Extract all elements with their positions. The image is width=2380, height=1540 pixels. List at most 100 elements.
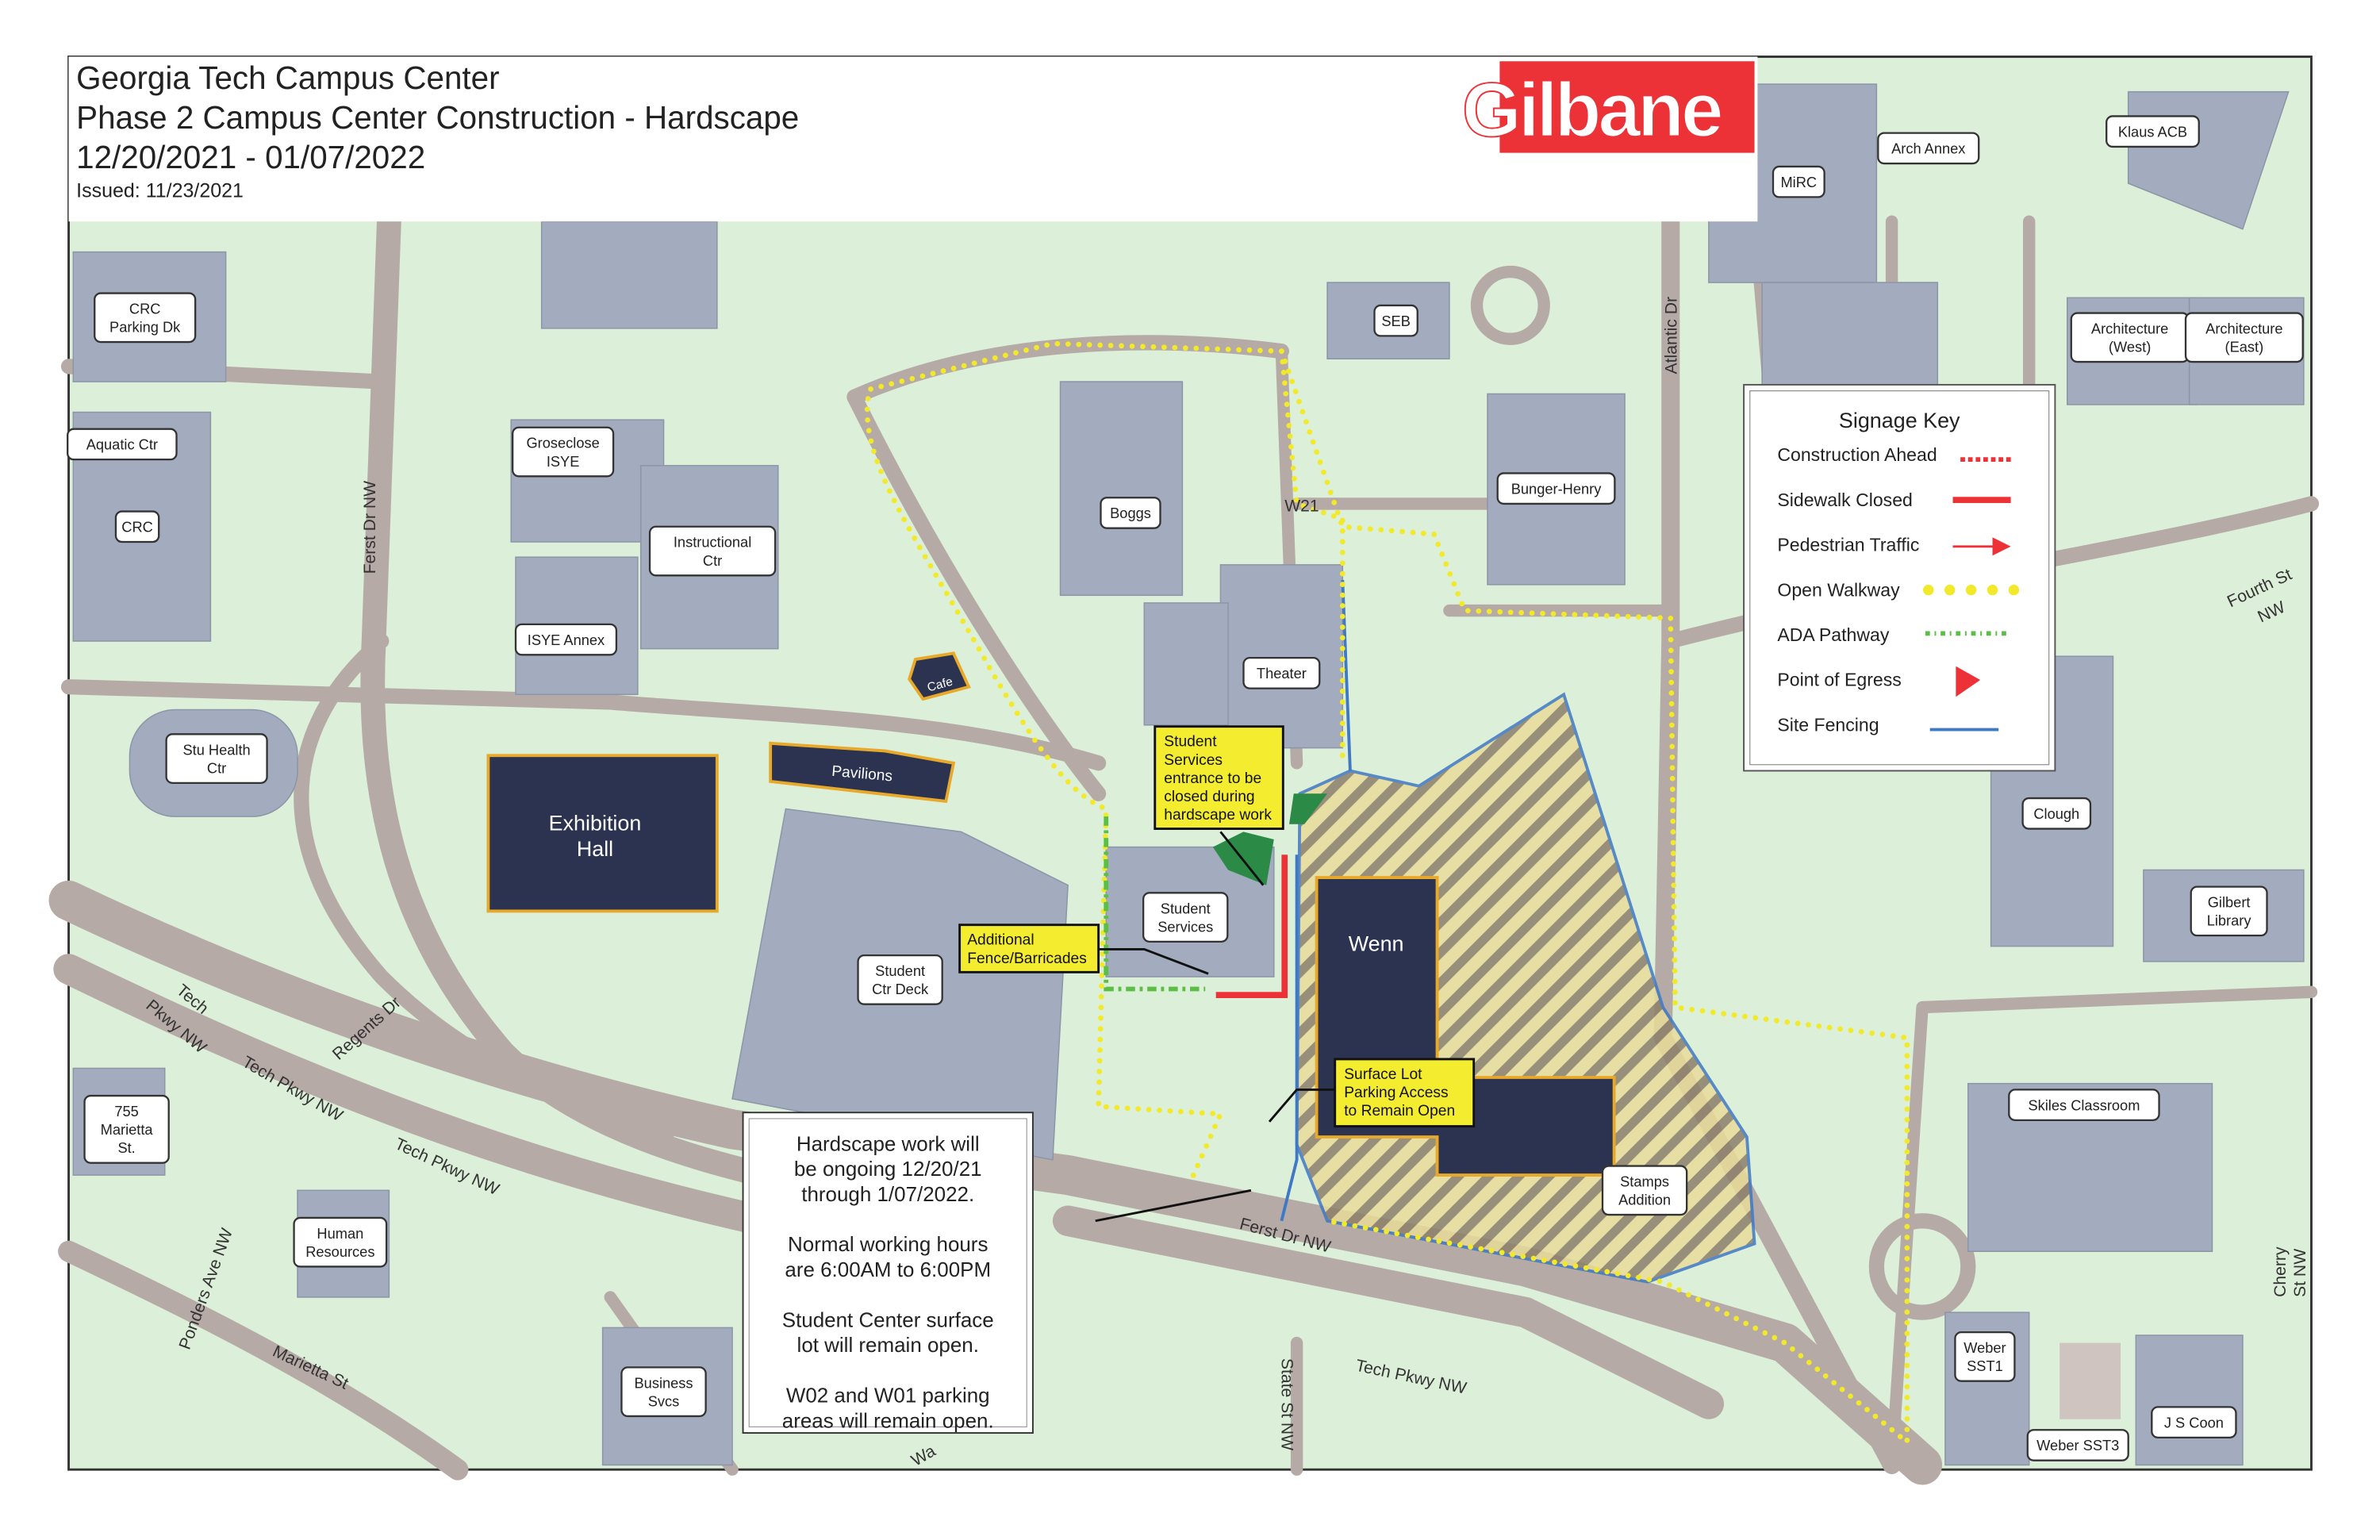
- building-label: Architecture (East): [2184, 312, 2304, 363]
- building-label-text: ISYE Annex: [528, 632, 605, 648]
- key-label: Site Fencing: [1777, 714, 1879, 735]
- building-label: Architecture(West): [2070, 312, 2190, 363]
- building-label: CRC: [114, 510, 160, 543]
- exhibition-hall-label: Hall: [577, 837, 613, 861]
- note-line: Hardscape work will: [797, 1131, 980, 1155]
- building-label: SEB: [1373, 304, 1418, 337]
- building-label: Bunger-Henry: [1496, 472, 1616, 505]
- key-label: Open Walkway: [1777, 579, 1900, 600]
- svg-text:Services: Services: [1164, 752, 1223, 769]
- building-label: Weber SST3: [2026, 1429, 2129, 1461]
- building-label-text: Architecture: [2205, 321, 2282, 337]
- gilbane-logo-text: Gilbane: [1462, 67, 1722, 152]
- building-label-text: Ctr Deck: [872, 981, 929, 997]
- building-label-text: Human: [317, 1225, 363, 1242]
- note-line: through 1/07/2022.: [801, 1182, 974, 1206]
- building-label-text: Marietta: [101, 1121, 154, 1138]
- building-label-text: Parking Dk: [109, 319, 181, 336]
- svg-text:Additional: Additional: [967, 932, 1034, 949]
- building-label: Arch Annex: [1877, 132, 1980, 165]
- building-label-text: Boggs: [1110, 505, 1151, 521]
- red-arrow-icon: [1952, 537, 2011, 556]
- building-label-text: CRC: [121, 519, 153, 536]
- note-line: are 6:00AM to 6:00PM: [785, 1258, 991, 1281]
- building-label-text: Student: [1161, 900, 1211, 916]
- building-label: J S Coon: [2151, 1406, 2237, 1439]
- key-label: Sidewalk Closed: [1777, 490, 1913, 510]
- building-label-text: J S Coon: [2164, 1414, 2224, 1431]
- building-label-text: Skiles Classroom: [2028, 1096, 2140, 1113]
- svg-text:Surface Lot: Surface Lot: [1344, 1066, 1422, 1083]
- building-label-text: Services: [1157, 918, 1213, 935]
- note-line: lot will remain open.: [797, 1333, 979, 1357]
- green-area: [1289, 793, 1328, 824]
- issued-date: Issued: 11/23/2021: [76, 179, 244, 202]
- callout-fence: Additional Fence/Barricades: [958, 924, 1209, 975]
- building-label: Clough: [2021, 797, 2092, 830]
- key-label: Construction Ahead: [1777, 444, 1937, 465]
- building-label-text: Aquatic Ctr: [86, 436, 158, 453]
- building-label-text: CRC: [129, 301, 161, 317]
- building-label-text: Clough: [2033, 805, 2079, 822]
- svg-text:Fence/Barricades: Fence/Barricades: [967, 950, 1087, 967]
- building-label-text: Stu Health: [182, 741, 250, 758]
- building-label-text: (East): [2225, 339, 2264, 355]
- signage-key-title: Signage Key: [1839, 409, 1960, 432]
- building-label: CRC Parking Dk: [94, 292, 197, 344]
- building-label-text: Resources: [305, 1243, 374, 1260]
- date-range: 12/20/2021 - 01/07/2022: [76, 139, 425, 175]
- street-label: State St NW: [1277, 1358, 1296, 1450]
- building-label-text: Klaus ACB: [2118, 123, 2187, 140]
- svg-text:Student: Student: [1164, 734, 1217, 751]
- header: Georgia Tech Campus Center Phase 2 Campu…: [68, 56, 1758, 222]
- note-line: Normal working hours: [788, 1232, 988, 1256]
- exhibition-hall: [486, 754, 719, 913]
- svg-text:to Remain Open: to Remain Open: [1344, 1103, 1455, 1119]
- wenn-label: Wenn: [1349, 931, 1404, 955]
- building-label-text: ISYE: [547, 453, 580, 470]
- building-label: Boggs: [1100, 497, 1161, 529]
- building-label-text: Architecture: [2091, 321, 2168, 337]
- arrow: [1095, 1189, 1252, 1223]
- svg-text:entrance to be: entrance to be: [1164, 770, 1261, 787]
- building-label-text: Business: [635, 1374, 693, 1391]
- note-line: Student Center surface: [782, 1308, 994, 1331]
- building-label-text: Student: [875, 962, 925, 979]
- building-label: Klaus ACB: [2106, 115, 2200, 148]
- street-label: Cherry: [2271, 1246, 2290, 1297]
- building-label-text: Svcs: [648, 1392, 680, 1409]
- sidewalk-closed: [1215, 854, 1288, 998]
- street-label: Atlantic Dr: [1662, 297, 1680, 374]
- note-line: be ongoing 12/20/21: [794, 1157, 982, 1181]
- building-label-text: Gilbert: [2208, 894, 2251, 911]
- title: Georgia Tech Campus Center: [76, 60, 499, 96]
- callout-surface-lot: Surface Lot Parking Access to Remain Ope…: [1268, 1058, 1476, 1127]
- building-label-text: Weber SST3: [2036, 1437, 2119, 1454]
- ada-pathway: [1104, 816, 1206, 992]
- street-label: Ferst Dr NW: [361, 481, 379, 574]
- site-fencing: [1280, 580, 1352, 1222]
- red-triangle-icon: [1956, 666, 1981, 697]
- pavilions: [769, 741, 956, 804]
- svg-text:closed during: closed during: [1164, 789, 1254, 805]
- cafe: [908, 651, 971, 701]
- street-label: W21: [1284, 497, 1319, 516]
- street-label: St NW: [2291, 1249, 2309, 1297]
- building-label-text: Bunger-Henry: [1511, 480, 1602, 497]
- building-label-text: SEB: [1381, 313, 1411, 329]
- open-walkway: [864, 340, 1910, 1448]
- building-label-text: Stamps: [1620, 1173, 1669, 1190]
- subtitle: Phase 2 Campus Center Construction - Har…: [76, 99, 799, 136]
- building-label-text: Groseclose: [526, 435, 599, 451]
- key-label: ADA Pathway: [1777, 624, 1889, 645]
- note-line: W02 and W01 parking: [786, 1384, 990, 1408]
